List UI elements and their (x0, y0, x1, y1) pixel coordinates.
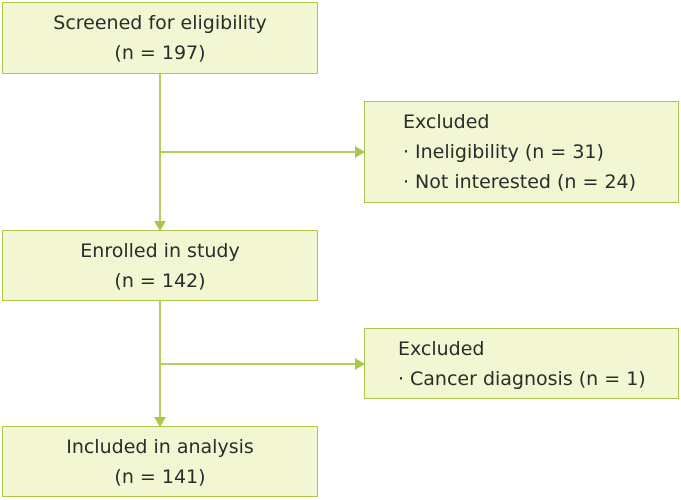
enrolled-title: Enrolled in study (80, 239, 240, 262)
screened-box: Screened for eligibility (n = 197) (2, 2, 318, 74)
screened-count: (n = 197) (114, 42, 206, 64)
excluded-1-item: · Ineligibility (n = 31) (403, 141, 604, 163)
excluded-box-1: Excluded · Ineligibility (n = 31) · Not … (364, 101, 679, 203)
excluded-1-title: Excluded (403, 111, 490, 133)
excluded-1-item: · Not interested (n = 24) (403, 171, 637, 193)
arrowhead-excluded-2 (355, 358, 365, 370)
screened-title: Screened for eligibility (53, 12, 267, 34)
arrowhead-enrolled (154, 221, 166, 231)
arrowhead-excluded-1 (355, 146, 365, 158)
included-count: (n = 141) (114, 465, 206, 488)
included-box: Included in analysis (n = 141) (2, 426, 318, 497)
enrolled-box: Enrolled in study (n = 142) (2, 230, 318, 301)
arrowhead-included (154, 417, 166, 427)
excluded-2-item: · Cancer diagnosis (n = 1) (398, 367, 646, 390)
excluded-2-title: Excluded (398, 337, 485, 360)
excluded-box-2: Excluded · Cancer diagnosis (n = 1) (364, 328, 679, 399)
enrolled-count: (n = 142) (114, 269, 206, 292)
included-title: Included in analysis (66, 435, 254, 458)
